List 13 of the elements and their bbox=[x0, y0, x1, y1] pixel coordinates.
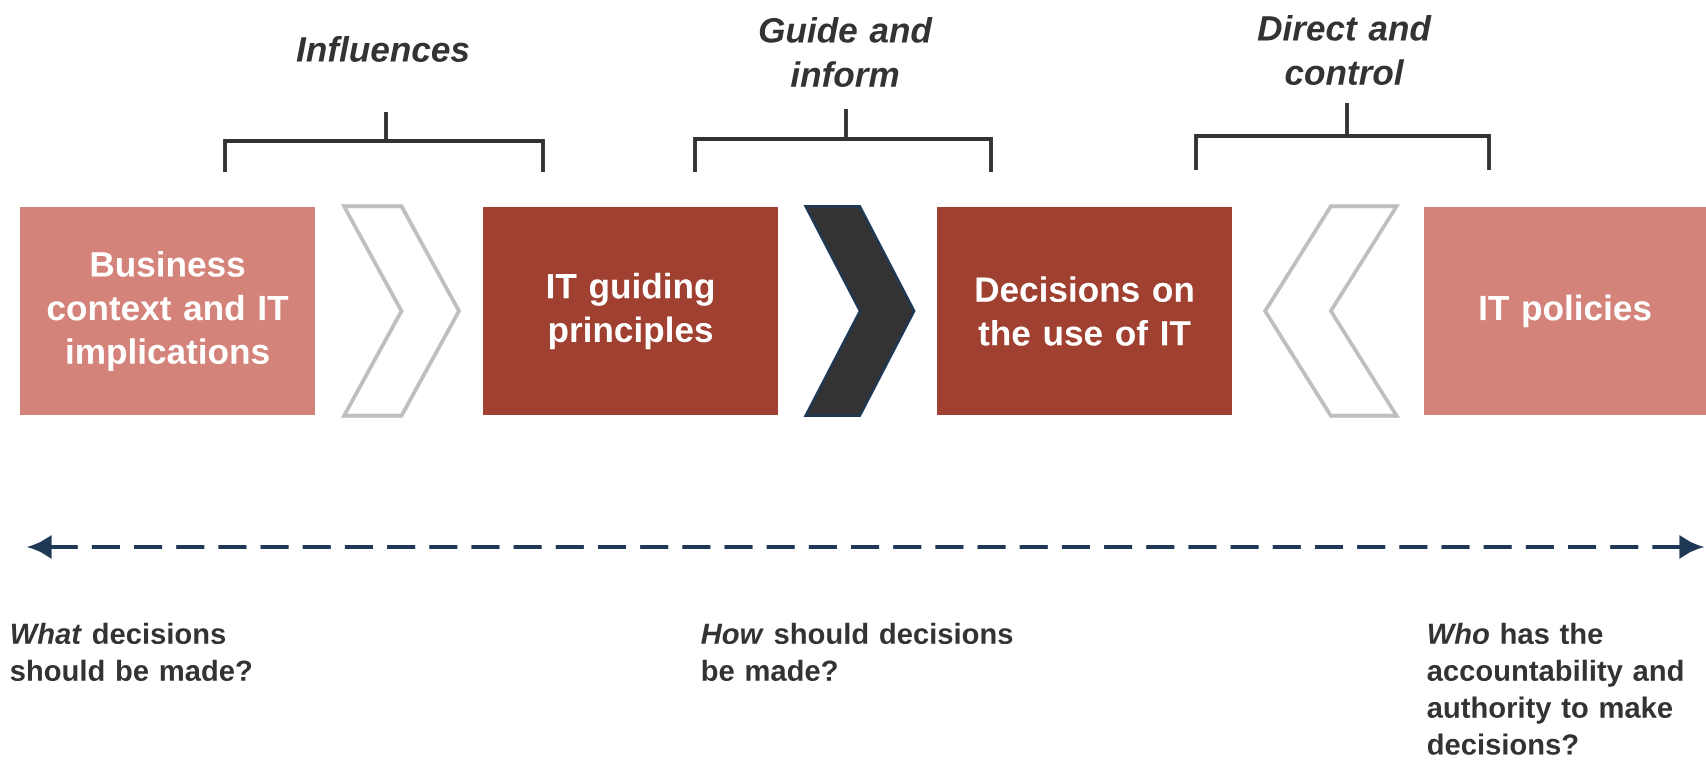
relation-label: Guide and inform bbox=[759, 16, 933, 88]
relation-label: Direct and control bbox=[1257, 14, 1432, 86]
chevron-arrow bbox=[1262, 204, 1401, 418]
question-text: Who has the accountability and authority to make decisions? bbox=[1427, 622, 1683, 755]
relation-label: Influences bbox=[296, 36, 469, 62]
question-text: What decisions should be made? bbox=[10, 622, 252, 682]
process-box: Business context and IT implications bbox=[20, 207, 315, 415]
chevron-arrow bbox=[340, 204, 462, 418]
process-box: Decisions on the use of IT bbox=[937, 207, 1232, 415]
process-box: IT policies bbox=[1424, 207, 1706, 415]
process-box: IT guiding principles bbox=[483, 207, 778, 415]
chevron-arrow bbox=[803, 205, 916, 417]
question-text: How should decisions be made? bbox=[701, 622, 1013, 682]
